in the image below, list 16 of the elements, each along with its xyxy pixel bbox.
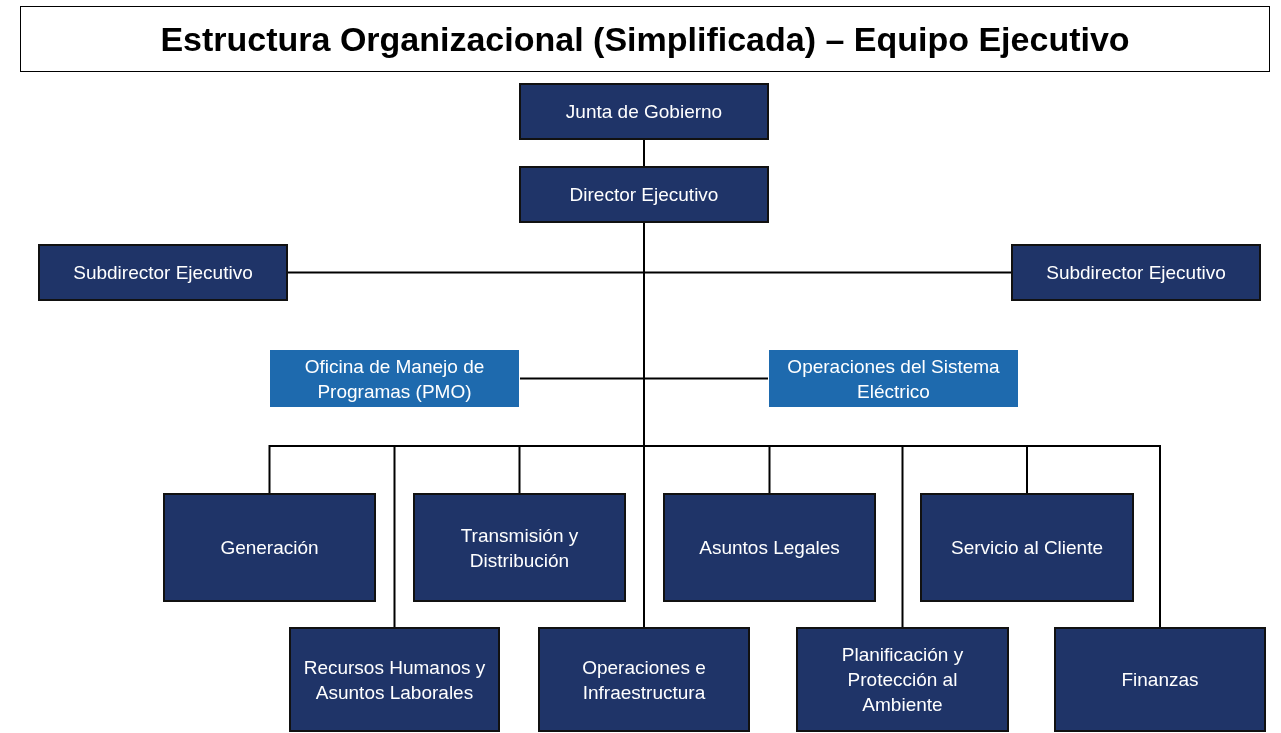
connector-line: [643, 139, 645, 167]
office-box: Operaciones del Sistema Eléctrico: [768, 349, 1019, 408]
position-box: Subdirector Ejecutivo: [1011, 244, 1261, 301]
title-banner: Estructura Organizacional (Simplificada) – Equipo Ejecutivo: [20, 6, 1270, 72]
position-box: Transmisión y Distribución: [413, 493, 626, 602]
position-box: Director Ejecutivo: [519, 166, 769, 223]
position-box: Servicio al Cliente: [920, 493, 1134, 602]
position-box: Subdirector Ejecutivo: [38, 244, 288, 301]
position-box: Planificación y Protección al Ambiente: [796, 627, 1009, 732]
office-box: Oficina de Manejo de Programas (PMO): [269, 349, 520, 408]
position-box: Asuntos Legales: [663, 493, 876, 602]
position-box: Generación: [163, 493, 376, 602]
position-box: Operaciones e Infraestructura: [538, 627, 750, 732]
position-box: Recursos Humanos y Asuntos Laborales: [289, 627, 500, 732]
position-box: Finanzas: [1054, 627, 1266, 732]
position-box: Junta de Gobierno: [519, 83, 769, 140]
